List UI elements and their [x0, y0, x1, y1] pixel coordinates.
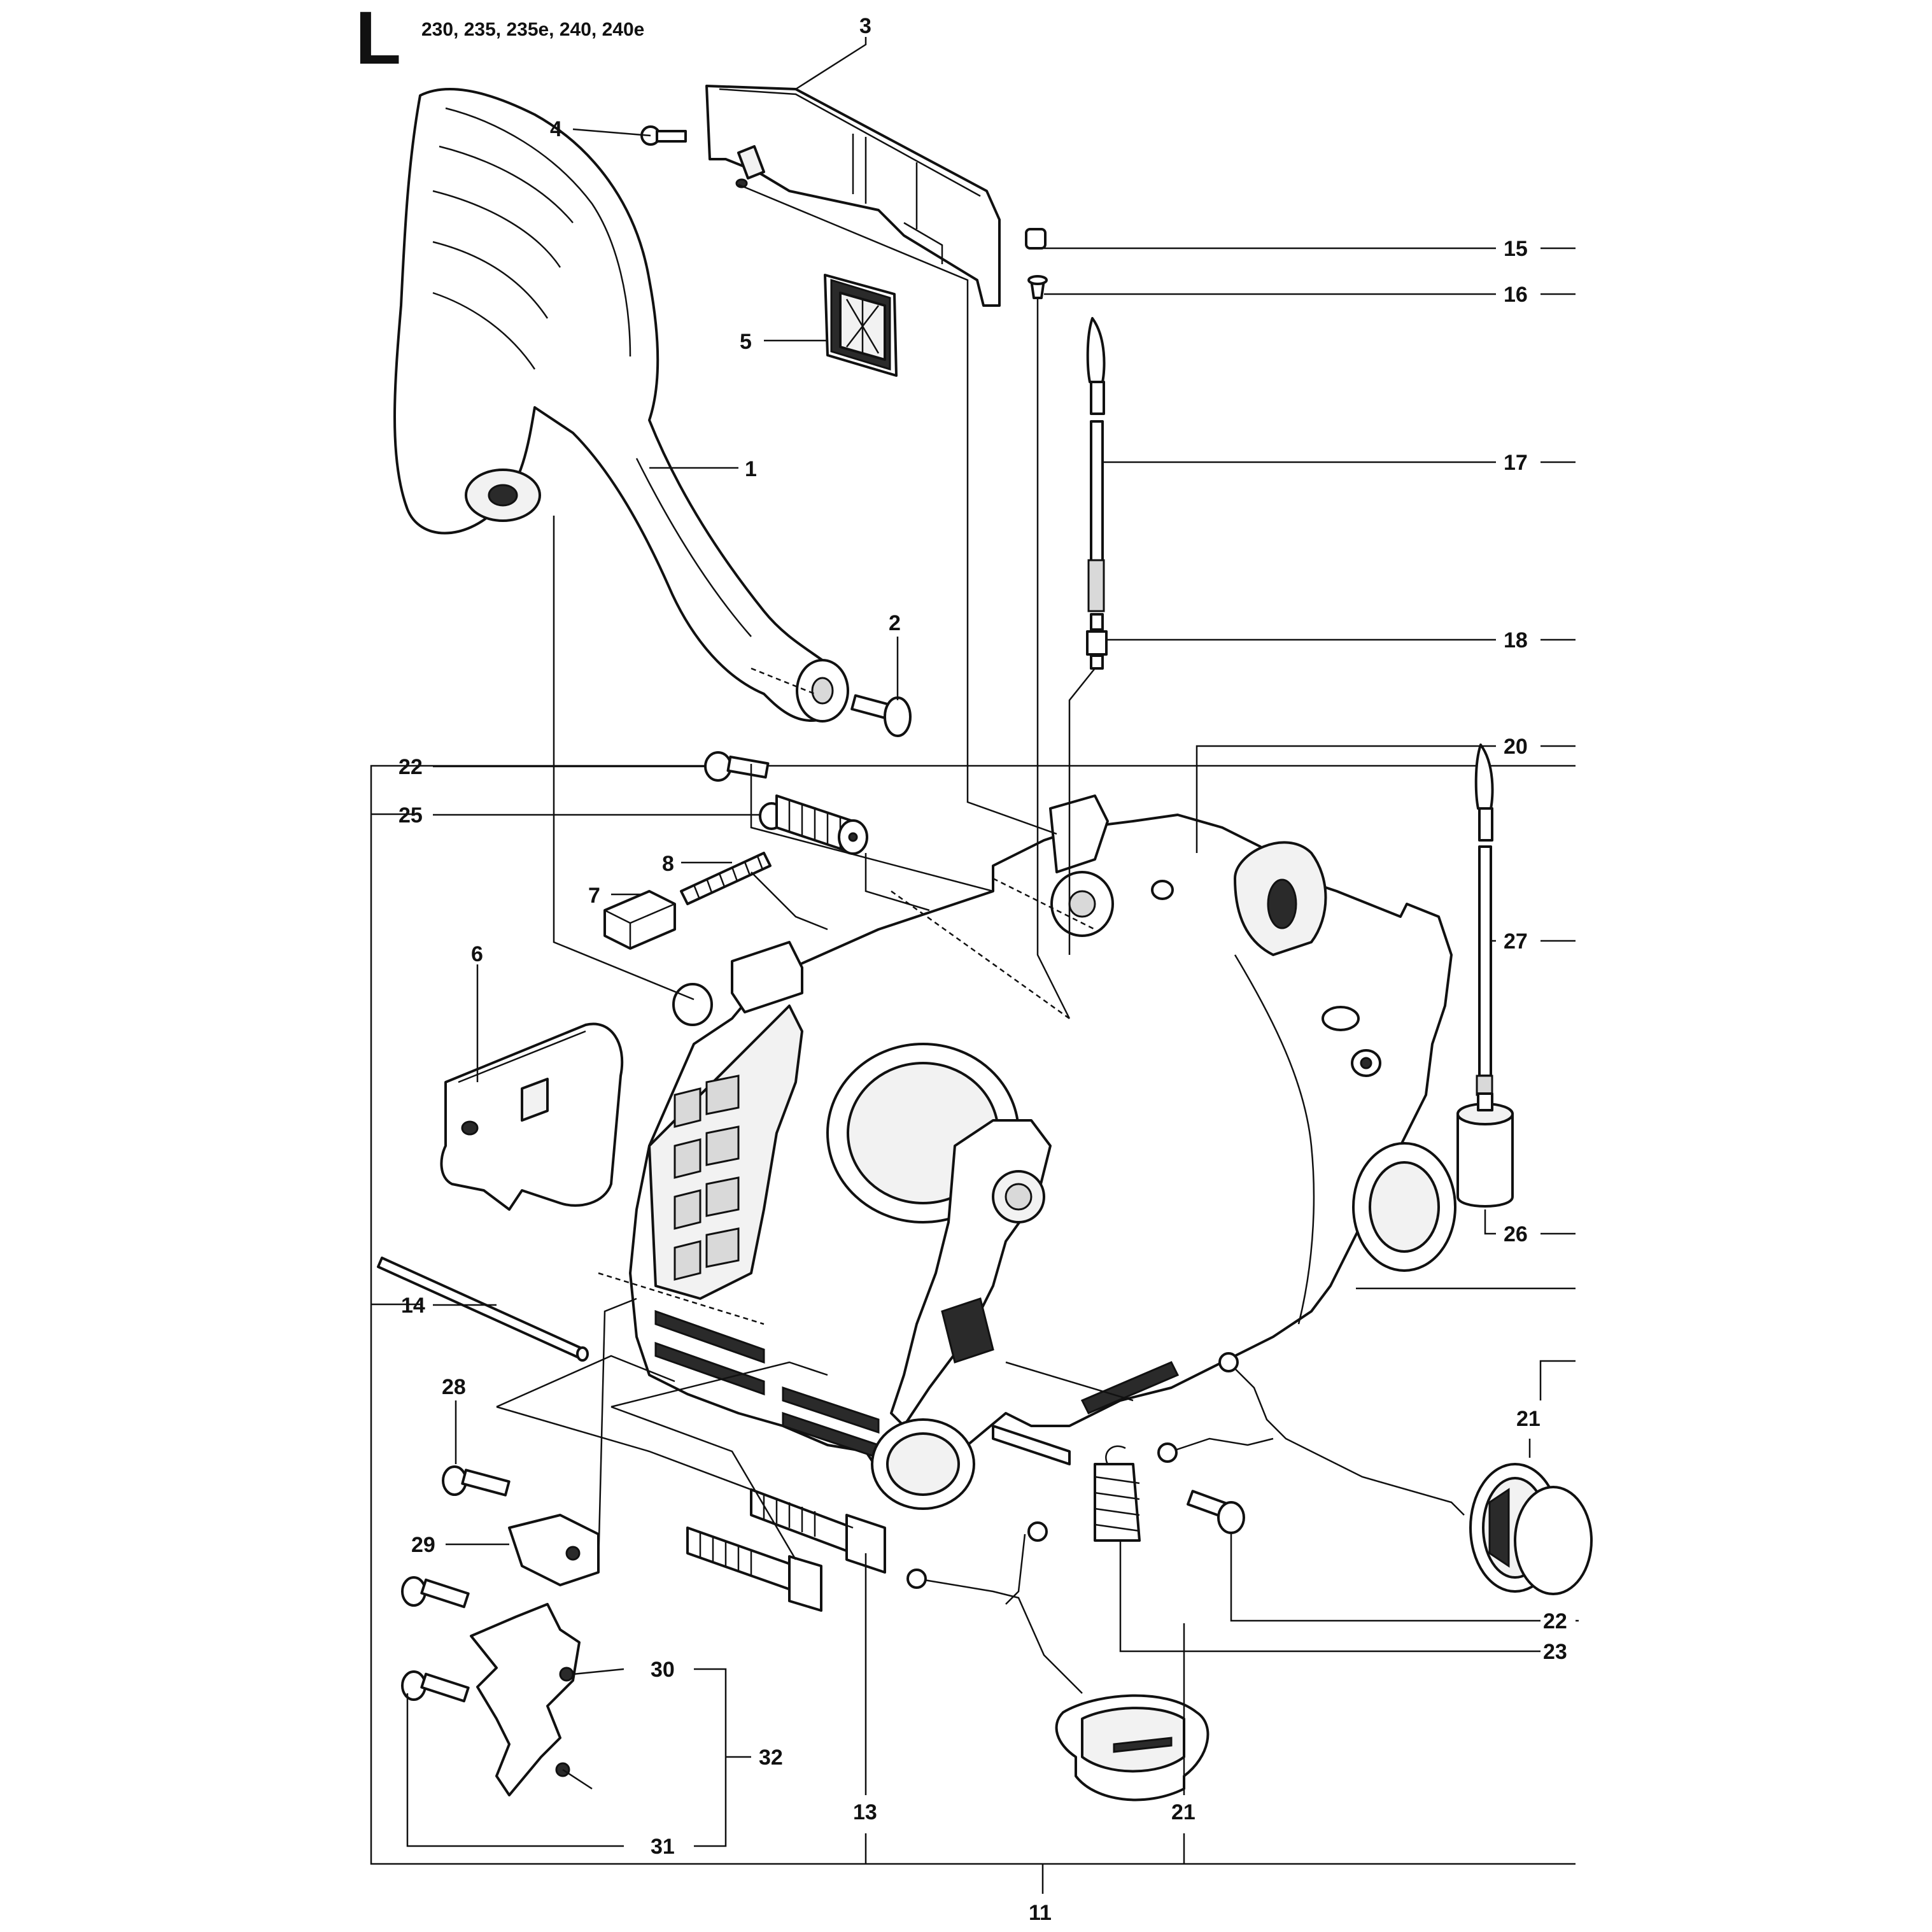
valve-16: [1027, 275, 1048, 299]
oil-cap-21-bottom: [906, 1521, 1209, 1802]
screw-31-lower: [401, 1670, 470, 1703]
crankcase-11: [629, 794, 1456, 1510]
grommet-15: [1025, 228, 1047, 250]
screw-28: [442, 1465, 511, 1497]
fuel-filter-26: [1456, 1092, 1514, 1208]
callout-6: 6: [471, 942, 483, 966]
callout-7: 7: [588, 884, 600, 908]
callout-22-lower: 22: [1543, 1609, 1567, 1633]
air-intake-filter: [824, 274, 898, 377]
callout-14: 14: [401, 1294, 425, 1318]
fuel-hose-27: [1474, 744, 1494, 1096]
callout-15: 15: [1504, 237, 1528, 261]
spike-bracket-29: [508, 1514, 600, 1586]
assembly-bracket: [370, 765, 1576, 1894]
filter-pickup-17: [1086, 317, 1106, 612]
callout-22-upper: 22: [398, 755, 423, 779]
callout-20: 20: [1504, 735, 1528, 759]
screw-22-lower: [1187, 1490, 1245, 1534]
callout-29: 29: [411, 1533, 435, 1557]
callout-23: 23: [1543, 1640, 1567, 1664]
rod-14: [377, 1257, 589, 1362]
callout-numbers: 1 2 3 4 5 6 7 8 11 13 14 15 16 17 18 20 …: [398, 14, 1567, 1925]
fuel-cap-21-right: [1157, 1352, 1593, 1595]
callout-13: 13: [853, 1800, 877, 1824]
spring-8: [680, 852, 772, 905]
leader-lines: [406, 37, 1579, 1847]
chain-brake-handle: [393, 88, 849, 723]
callout-28: 28: [442, 1375, 466, 1399]
screw-30-upper: [401, 1576, 470, 1609]
callout-1: 1: [745, 457, 757, 481]
callout-2: 2: [889, 611, 901, 635]
top-cover: [705, 85, 1001, 307]
callout-16: 16: [1504, 283, 1528, 307]
callout-8: 8: [662, 852, 674, 876]
callout-27: 27: [1504, 929, 1528, 954]
callout-30: 30: [651, 1658, 675, 1682]
callout-31: 31: [651, 1835, 675, 1859]
callout-11: 11: [1029, 1901, 1052, 1925]
guide-plate-6: [440, 1022, 624, 1211]
callout-17: 17: [1504, 451, 1528, 475]
callout-5: 5: [740, 330, 752, 354]
callout-4: 4: [550, 117, 562, 141]
callout-26: 26: [1504, 1222, 1528, 1246]
model-list: 230, 235, 235e, 240, 240e: [421, 19, 644, 40]
screw-22-upper: [704, 751, 770, 782]
callout-18: 18: [1504, 628, 1528, 652]
callout-32: 32: [759, 1745, 783, 1770]
callout-25: 25: [398, 803, 423, 828]
bumper-spike-32: [470, 1603, 581, 1796]
alignment-lines: [496, 183, 1134, 1567]
callout-21-bottom: 21: [1171, 1800, 1195, 1824]
callout-3: 3: [859, 14, 871, 38]
callout-21-right: 21: [1516, 1407, 1541, 1431]
damper-7: [603, 890, 676, 950]
bar-bolt-13a: [686, 1527, 822, 1612]
screw-2: [850, 694, 912, 737]
spring-23: [1094, 1445, 1141, 1542]
spring-25: [759, 794, 868, 855]
section-letter: L: [355, 0, 401, 80]
hose-connector-18: [1086, 613, 1108, 670]
